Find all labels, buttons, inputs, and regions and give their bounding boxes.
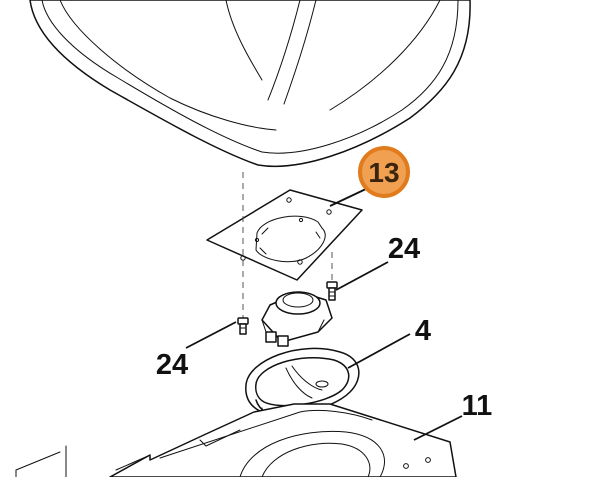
screw-left: [237, 317, 249, 335]
callout-label-11: 11: [462, 390, 493, 422]
leader-line-13: [329, 187, 369, 207]
leader-line-24-right: [335, 261, 389, 291]
callout-label-24-left: 24: [156, 349, 188, 381]
leader-line-11: [413, 415, 463, 441]
frame-line: [15, 451, 61, 477]
seat-switch: [261, 291, 333, 347]
callout-label-4: 4: [415, 315, 431, 347]
callout-label-13: 13: [368, 157, 399, 188]
leader-line-4: [347, 333, 411, 369]
leader-line-24-left: [185, 321, 237, 349]
gasket-plate: [206, 189, 363, 281]
base-plate: [109, 403, 457, 477]
highlight-circle: [358, 146, 410, 198]
callout-label-24-right: 24: [388, 233, 420, 265]
seat-cover: [29, 0, 471, 167]
callout-13: 13: [358, 146, 410, 198]
screw-right: [326, 281, 338, 301]
switch-cup: [245, 347, 360, 427]
